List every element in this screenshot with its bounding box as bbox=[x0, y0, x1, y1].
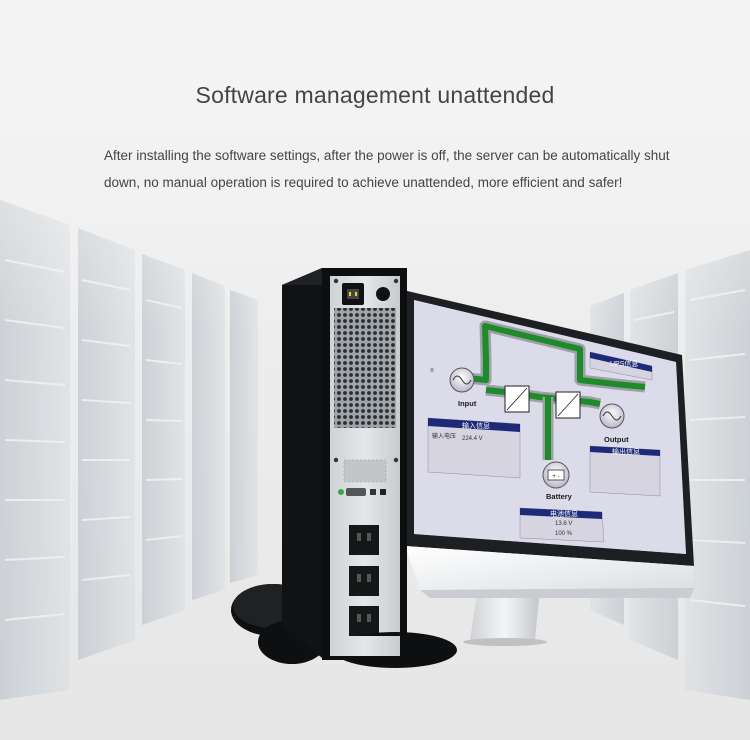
output-label: Output bbox=[604, 435, 629, 444]
ups-info-panel: UPS信息 bbox=[589, 351, 653, 381]
input-panel-row-label: 输入电压 bbox=[432, 432, 456, 440]
battery-panel-value-1: 13.6 V bbox=[555, 521, 572, 527]
monitor-chin bbox=[405, 546, 694, 590]
input-info-panel: 输入信息 输入电压 224.4 V bbox=[427, 417, 521, 479]
monitor-stand bbox=[470, 588, 540, 640]
output-info-panel: 输出信息 bbox=[589, 445, 661, 497]
battery-panel-header: 电池信息 bbox=[550, 509, 578, 518]
input-panel-value: 224.4 V bbox=[462, 436, 483, 442]
outlet-2 bbox=[349, 566, 379, 596]
ups-side-panel bbox=[282, 268, 322, 658]
vent-grille bbox=[334, 308, 396, 428]
input-panel-header: 输入信息 bbox=[462, 421, 490, 430]
ups-tower bbox=[231, 268, 457, 668]
input-label: Input bbox=[458, 399, 477, 408]
power-flow-diagram: + - Input Output Battery bbox=[430, 320, 646, 501]
svg-text:+ -: + - bbox=[552, 474, 559, 480]
left-rack-row bbox=[0, 200, 258, 700]
battery-panel-value-2: 100 % bbox=[555, 531, 573, 537]
outlet-3 bbox=[349, 606, 379, 636]
serial-port bbox=[346, 488, 366, 496]
monitor: + - Input Output Battery 输入信息 输入电压 224.4… bbox=[403, 290, 694, 646]
breaker-icon bbox=[376, 287, 390, 301]
label-plate bbox=[343, 459, 387, 483]
status-led bbox=[338, 489, 344, 495]
output-outlets bbox=[349, 525, 379, 636]
output-panel-header: 输出信息 bbox=[612, 447, 640, 456]
page-title: Software management unattended bbox=[195, 82, 555, 108]
ups-panel-header: UPS信息 bbox=[610, 359, 638, 368]
battery-info-panel: 电池信息 13.6 V 100 % bbox=[519, 507, 605, 543]
page-description: After installing the software settings, … bbox=[104, 148, 670, 190]
battery-label: Battery bbox=[546, 492, 573, 501]
outlet-1 bbox=[349, 525, 379, 555]
